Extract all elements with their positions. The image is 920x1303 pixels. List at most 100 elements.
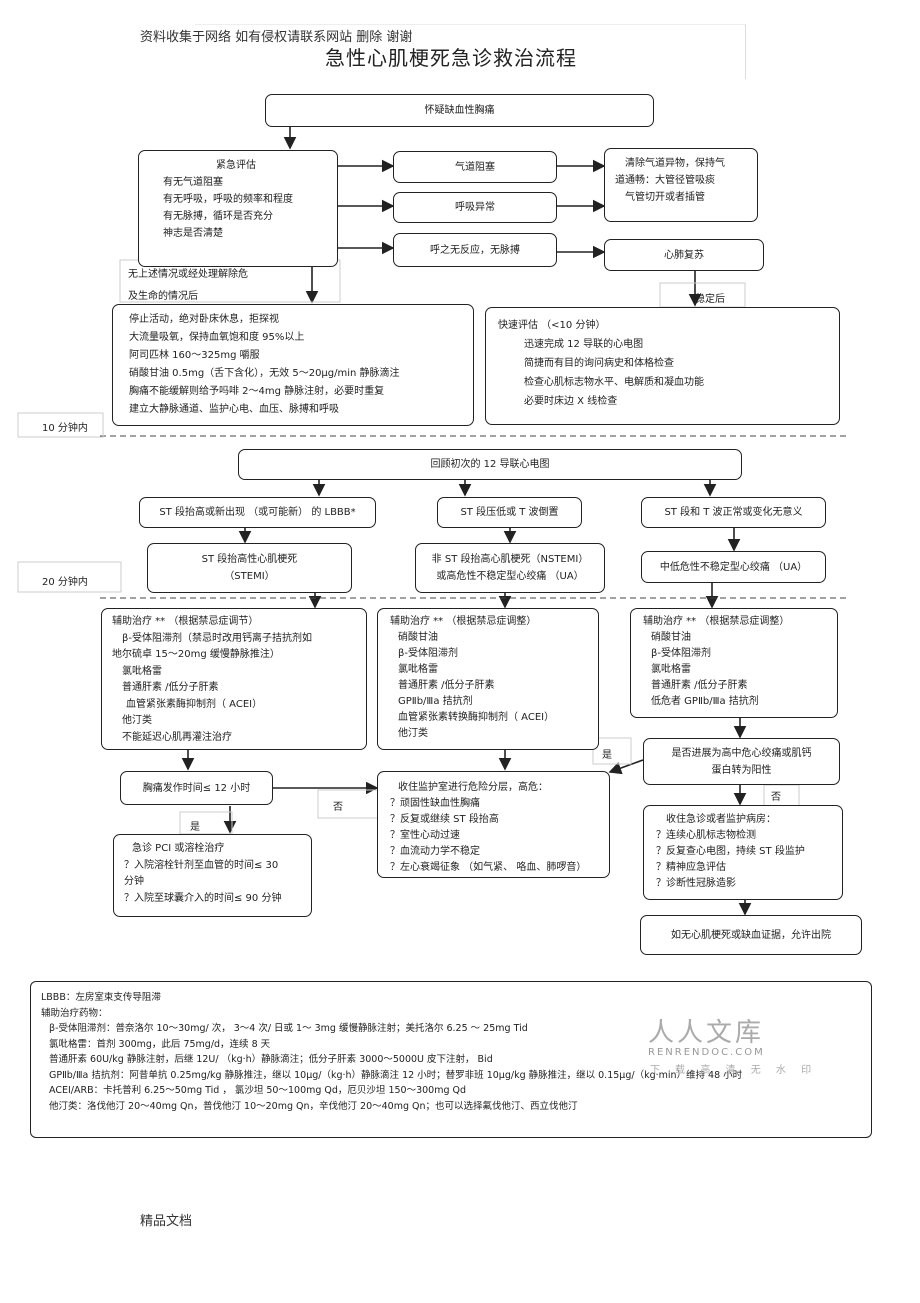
discharge: 如无心肌梗死或缺血证据，允许出院: [640, 915, 862, 955]
no-issue-note: 无上述情况或经处理解除危 及生命的情况后: [128, 264, 248, 308]
airway-obstruction: 气道阻塞: [393, 151, 557, 183]
suspect-ischemic-chest-pain: 怀疑缺血性胸痛: [265, 94, 654, 127]
adj-mid-line: GPⅡb/Ⅲa 拮抗剂: [398, 696, 473, 707]
emergency-item: 有无脉搏，循环是否充分: [163, 211, 273, 222]
emergency-pci: 急诊 PCI 或溶栓治疗 ？入院溶栓针剂至血管的时间≤ 30 分钟 ？入院至球囊…: [113, 834, 312, 917]
treatment-line: 胸痛不能缓解则给予吗啡 2～4mg 静脉注射，必要时重复: [129, 386, 385, 397]
adj-right-line: β-受体阻滞剂: [651, 648, 711, 659]
adj-left-line: 血管紧张素酶抑制剂（ ACEI）: [126, 698, 263, 710]
nstemi-line: 或高危性不稳定型心绞痛 （UA）: [436, 571, 584, 582]
pci-line: ？入院溶栓针剂至血管的时间≤ 30: [124, 859, 279, 871]
emergency-title: 紧急评估: [216, 160, 256, 171]
monitor-high-line: ？反复或继续 ST 段抬高: [390, 814, 499, 825]
no-response-label: 呼之无反应，无脉搏: [430, 244, 520, 256]
adj-left-line: 氯吡格雷: [122, 665, 162, 677]
monitor-high-line: ？血流动力学不稳定: [390, 846, 480, 857]
pci-line: 急诊 PCI 或溶栓治疗: [132, 843, 225, 854]
st-elevation-label: ST 段抬高或新出现 （或可能新） 的 LBBB*: [159, 507, 356, 518]
quick-eval-item: 简捷而有目的询问病史和体格检查: [524, 358, 674, 369]
legend-line: 普通肝素 60U/kg 静脉注射，后继 12U/ （kg·h）静脉滴注；低分子肝…: [49, 1054, 493, 1065]
adj-left-line: β-受体阻滞剂（禁忌时改用钙离子拮抗剂如: [122, 632, 312, 644]
progression-question: 是否进展为高中危心绞痛或肌钙 蛋白转为阳性: [643, 738, 840, 785]
watermark-tagline: 下 载 高 清 无 水 印: [650, 1065, 818, 1076]
yes-label-right: 是: [602, 750, 612, 761]
adj-right-line: 辅助治疗 ** （根据禁忌症调整）: [643, 616, 790, 627]
st-normal-label: ST 段和 T 波正常或变化无意义: [664, 507, 803, 518]
pain-onset-label: 胸痛发作时间≤ 12 小时: [142, 782, 251, 794]
airway-action-line: 清除气道异物，保持气: [625, 158, 725, 169]
progression-line: 是否进展为高中危心绞痛或肌钙: [671, 747, 812, 759]
quick-eval-item: 迅速完成 12 导联的心电图: [524, 339, 644, 350]
title-frame: [195, 24, 746, 79]
monitor-high-line: 收住监护室进行危险分层，高危：: [398, 782, 548, 793]
adj-right-line: 硝酸甘油: [651, 632, 691, 643]
legend-line: ACEI/ARB：卡托普利 6.25～50mg Tid ， 氯沙坦 50～100…: [49, 1085, 467, 1096]
icu-risk-stratification: 收住监护室进行危险分层，高危： ？顽固性缺血性胸痛 ？反复或继续 ST 段抬高 …: [377, 771, 610, 878]
pain-onset-time: 胸痛发作时间≤ 12 小时: [120, 771, 273, 805]
yes-label-left: 是: [190, 822, 200, 833]
st-depression-label: ST 段压低或 T 波倒置: [460, 507, 559, 518]
adj-right-line: 低危者 GPⅡb/Ⅲa 拮抗剂: [651, 696, 759, 707]
adj-mid-line: 他汀类: [398, 728, 428, 739]
cpr-label: 心肺复苏: [664, 249, 704, 261]
admit-monitoring: 收住急诊或者监护病房： ？连续心肌标志物检测 ？反复查心电图，持续 ST 段监护…: [643, 805, 843, 900]
page-footer: 精品文档: [140, 1214, 193, 1229]
st-depression: ST 段压低或 T 波倒置: [437, 497, 582, 528]
stable-label: 稳定后: [695, 294, 725, 305]
stemi-line: ST 段抬高性心肌梗死: [201, 554, 298, 565]
emergency-item: 有无呼吸，呼吸的频率和程度: [163, 194, 293, 205]
emergency-item: 神志是否清楚: [163, 228, 223, 239]
adj-left-line: 地尔硫卓 15～20mg 缓慢静脉推注）: [112, 649, 280, 660]
monitor-low-line: ？连续心肌标志物检测: [656, 830, 756, 841]
adj-mid-line: β-受体阻滞剂: [398, 648, 458, 659]
legend-line: 辅助治疗药物：: [41, 1007, 108, 1019]
adjunct-therapy-stemi: 辅助治疗 ** （根据禁忌症调节） β-受体阻滞剂（禁忌时改用钙离子拮抗剂如 地…: [101, 608, 367, 750]
airway-obstruction-label: 气道阻塞: [455, 161, 495, 173]
progression-line: 蛋白转为阳性: [711, 764, 772, 776]
legend-line: 氯吡格雷：首剂 300mg，此后 75mg/d，连续 8 天: [49, 1038, 271, 1050]
monitor-low-line: ？精神应急评估: [656, 862, 726, 873]
airway-action-line: 气管切开或者插管: [625, 192, 705, 203]
adjunct-therapy-nstemi: 辅助治疗 ** （根据禁忌症调整） 硝酸甘油 β-受体阻滞剂 氯吡格雷 普通肝素…: [377, 608, 599, 750]
no-issue-line: 及生命的情况后: [128, 291, 198, 302]
header-note: 资料收集于网络 如有侵权请联系网站 删除 谢谢: [140, 30, 413, 45]
breathing-abnormal: 呼吸异常: [393, 192, 557, 223]
quick-evaluation: 快速评估 （<10 分钟） 迅速完成 12 导联的心电图 简捷而有目的询问病史和…: [485, 307, 840, 425]
adj-left-line: 普通肝素 /低分子肝素: [122, 682, 219, 693]
pci-line: 分钟: [124, 876, 144, 887]
legend-line: LBBB：左房室束支传导阻滞: [41, 992, 161, 1003]
adjunct-therapy-ua: 辅助治疗 ** （根据禁忌症调整） 硝酸甘油 β-受体阻滞剂 氯吡格雷 普通肝素…: [630, 608, 838, 718]
page-title: 急性心肌梗死急诊救治流程: [325, 46, 577, 70]
adj-mid-line: 血管紧张素转换酶抑制剂（ ACEI）: [398, 712, 555, 723]
no-issue-line: 无上述情况或经处理解除危: [128, 269, 248, 280]
ua-low-risk: 中低危性不稳定型心绞痛 （UA）: [641, 551, 826, 583]
quick-eval-title: 快速评估 （<10 分钟）: [498, 320, 606, 331]
monitor-low-line: ？反复查心电图，持续 ST 段监护: [656, 846, 805, 857]
breathing-abnormal-label: 呼吸异常: [455, 202, 495, 213]
stemi-line: （STEMI）: [224, 571, 275, 582]
adj-left-line: 他汀类: [122, 715, 152, 726]
nstemi: 非 ST 段抬高心肌梗死（NSTEMI） 或高危性不稳定型心绞痛 （UA）: [415, 543, 605, 593]
stemi: ST 段抬高性心肌梗死 （STEMI）: [147, 543, 352, 593]
adj-mid-line: 硝酸甘油: [398, 632, 438, 643]
no-label-right: 否: [771, 792, 781, 803]
pci-line: ？入院至球囊介入的时间≤ 90 分钟: [124, 892, 282, 904]
airway-clearing: 清除气道异物，保持气 道通畅：大管径管吸痰 气管切开或者插管: [604, 148, 758, 222]
monitor-high-line: ？顽固性缺血性胸痛: [390, 798, 480, 809]
treatment-line: 硝酸甘油 0.5mg（舌下含化），无效 5～20μg/min 静脉滴注: [129, 368, 400, 379]
emergency-assessment: 紧急评估 有无气道阻塞 有无呼吸，呼吸的频率和程度 有无脉搏，循环是否充分 神志…: [138, 150, 338, 267]
initial-treatment: 停止活动，绝对卧床休息，拒探视 大流量吸氧，保持血氧饱和度 95%以上 阿司匹林…: [112, 304, 474, 426]
cpr: 心肺复苏: [604, 239, 764, 271]
legend-line: GPⅡb/Ⅲa 拮抗剂：阿昔单抗 0.25mg/kg 静脉推注，继以 10μg/…: [49, 1069, 743, 1081]
ecg-review-label: 回顾初次的 12 导联心电图: [430, 459, 550, 470]
st-normal: ST 段和 T 波正常或变化无意义: [641, 497, 826, 528]
quick-eval-item: 检查心肌标志物水平、电解质和凝血功能: [524, 377, 704, 388]
monitor-high-line: ？室性心动过速: [390, 830, 460, 841]
adj-left-line: 辅助治疗 ** （根据禁忌症调节）: [112, 616, 259, 627]
no-label-left: 否: [333, 802, 343, 813]
st-elevation: ST 段抬高或新出现 （或可能新） 的 LBBB*: [139, 497, 376, 528]
adj-right-line: 氯吡格雷: [651, 664, 691, 675]
ecg-review: 回顾初次的 12 导联心电图: [238, 449, 742, 480]
monitor-high-line: ？左心衰竭征象 （如气紧、 咯血、肺啰音）: [390, 862, 587, 873]
treatment-line: 建立大静脉通道、监护心电、血压、脉搏和呼吸: [129, 404, 339, 415]
